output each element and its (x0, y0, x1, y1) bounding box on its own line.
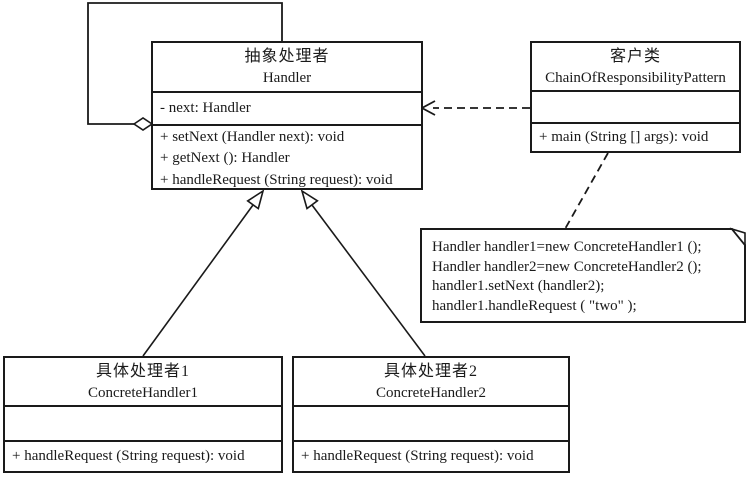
client-name-en: ChainOfResponsibilityPattern (545, 70, 726, 86)
aggregation-diamond-icon (132, 117, 154, 131)
concrete2-attributes-empty (294, 405, 568, 440)
method-line: + main (String [] args): void (539, 129, 709, 145)
handler-methods: + setNext (Handler next): void + getNext… (153, 124, 421, 188)
handler-title: 抽象处理者 Handler (153, 43, 421, 91)
self-association-line (87, 2, 283, 125)
concrete1-attributes-empty (5, 405, 281, 440)
note-fold-icon (729, 227, 746, 248)
method-line: + setNext (Handler next): void (160, 129, 345, 145)
concrete2-name-zh: 具体处理者2 (383, 363, 478, 380)
method-line: + handleRequest (String request): void (12, 448, 245, 464)
concrete2-methods: + handleRequest (String request): void (294, 440, 568, 469)
class-box-handler: 抽象处理者 Handler - next: Handler + setNext … (151, 41, 423, 190)
note-shape (420, 228, 746, 323)
note-line: Handler handler1=new ConcreteHandler1 ()… (432, 239, 702, 255)
handler-name-en: Handler (262, 70, 312, 86)
handler-attributes: - next: Handler (153, 91, 421, 124)
concrete1-name-en: ConcreteHandler1 (88, 385, 198, 401)
concrete2-name-en: ConcreteHandler2 (376, 385, 486, 401)
method-line: + getNext (): Handler (160, 150, 290, 167)
attribute-line: - next: Handler (160, 100, 251, 116)
note-line: handler1.setNext (handler2); (432, 278, 605, 294)
method-line: + handleRequest (String request): void (160, 171, 393, 188)
code-note: Handler handler1=new ConcreteHandler1 ()… (421, 229, 745, 322)
handler-name-zh: 抽象处理者 (244, 48, 330, 65)
inheritance-line-concrete2 (311, 204, 426, 357)
inheritance-arrowhead-icon-right (300, 189, 319, 210)
note-line: Handler handler2=new ConcreteHandler2 ()… (432, 258, 702, 275)
note-anchor-line (564, 152, 609, 230)
client-name-zh: 客户类 (609, 48, 661, 65)
concrete1-title: 具体处理者1 ConcreteHandler1 (5, 358, 281, 405)
class-box-concrete2: 具体处理者2 ConcreteHandler2 + handleRequest … (292, 356, 570, 473)
class-box-concrete1: 具体处理者1 ConcreteHandler1 + handleRequest … (3, 356, 283, 473)
client-attributes-empty (532, 90, 739, 122)
concrete1-name-zh: 具体处理者1 (95, 363, 190, 380)
method-line: + handleRequest (String request): void (301, 448, 534, 464)
inheritance-arrowhead-icon-left (246, 189, 265, 210)
client-title: 客户类 ChainOfResponsibilityPattern (532, 43, 739, 90)
class-box-client: 客户类 ChainOfResponsibilityPattern + main … (530, 41, 741, 153)
concrete2-title: 具体处理者2 ConcreteHandler2 (294, 358, 568, 405)
inheritance-line-concrete1 (142, 204, 254, 357)
client-methods: + main (String [] args): void (532, 122, 739, 149)
note-line: handler1.handleRequest ( "two" ); (432, 297, 637, 314)
concrete1-methods: + handleRequest (String request): void (5, 440, 281, 469)
